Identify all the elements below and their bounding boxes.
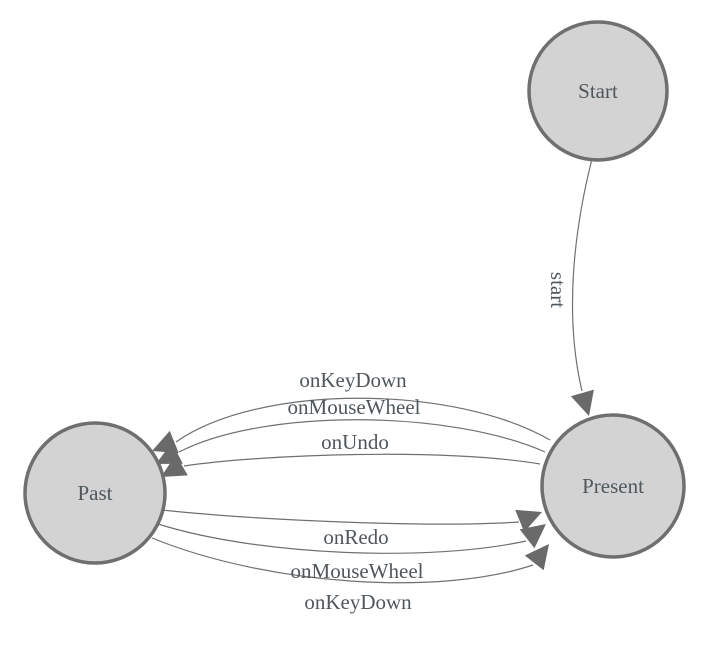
node-past bbox=[23, 421, 167, 565]
edge-label-past-to-present-onredo: onRedo bbox=[323, 525, 388, 549]
node-present bbox=[540, 413, 686, 559]
arrowhead-icon-past-to-present-onkeydown bbox=[524, 544, 549, 571]
node-label-past: Past bbox=[77, 481, 112, 505]
edge-label-present-to-past-onundo: onUndo bbox=[321, 430, 389, 454]
node-label-present: Present bbox=[582, 474, 644, 498]
edge-present-to-past-onundo bbox=[183, 453, 541, 467]
edge-label-start-to-present: start bbox=[546, 272, 570, 308]
arrowhead-icon-start-to-present bbox=[570, 389, 594, 416]
node-start bbox=[527, 20, 669, 162]
arrowhead-icon-present-to-past-onundo bbox=[161, 454, 188, 477]
edge-present-to-past-onkeydown bbox=[175, 397, 551, 443]
edge-past-to-present-onkeydown bbox=[151, 537, 534, 584]
edge-label-past-to-present-onmousewheel: onMouseWheel bbox=[291, 559, 424, 583]
edge-label-present-to-past-onmousewheel: onMouseWheel bbox=[288, 395, 421, 419]
node-label-start: Start bbox=[578, 79, 618, 103]
edge-label-present-to-past-onkeydown: onKeyDown bbox=[299, 368, 407, 392]
edge-present-to-past-onmousewheel bbox=[178, 419, 546, 453]
edge-past-to-present-onredo bbox=[161, 509, 520, 525]
arrowhead-icon-past-to-present-onmousewheel bbox=[519, 524, 546, 549]
edge-past-to-present-onmousewheel bbox=[157, 523, 527, 554]
arrowhead-icon-past-to-present-onredo bbox=[515, 509, 542, 533]
edge-start-to-present bbox=[571, 158, 593, 392]
edge-label-past-to-present-onkeydown: onKeyDown bbox=[304, 590, 412, 614]
